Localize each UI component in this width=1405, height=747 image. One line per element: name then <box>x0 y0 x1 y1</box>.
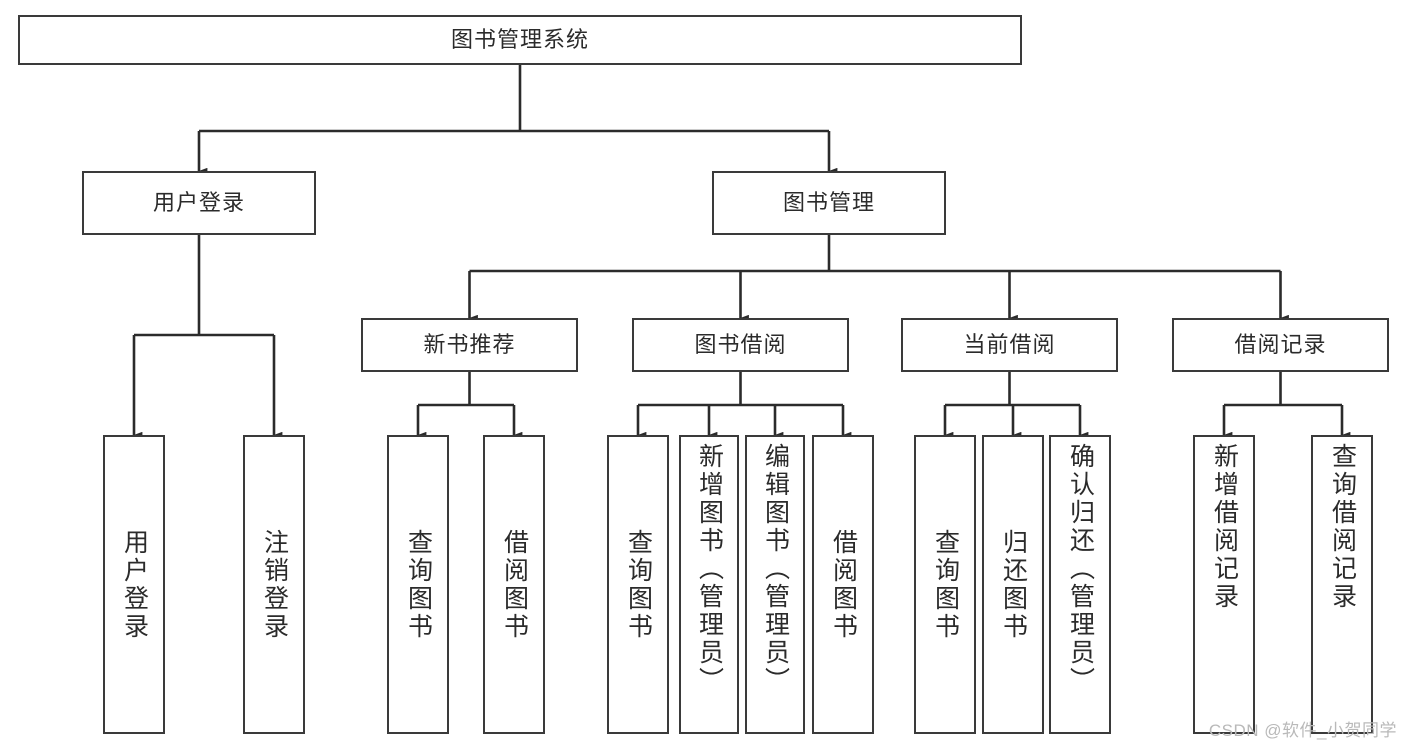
node-label: 新增借阅记录 <box>1210 443 1239 611</box>
node-records[interactable]: 借阅记录 <box>1172 318 1389 372</box>
node-label: 确认归还（管理员） <box>1066 443 1095 695</box>
node-newbook[interactable]: 新书推荐 <box>361 318 578 372</box>
node-leaf7[interactable]: 编辑图书（管理员） <box>745 435 805 734</box>
node-leaf9[interactable]: 查询图书 <box>914 435 976 734</box>
node-label: 借阅记录 <box>1234 332 1327 357</box>
node-leaf10[interactable]: 归还图书 <box>982 435 1044 734</box>
node-leaf13[interactable]: 查询借阅记录 <box>1311 435 1373 734</box>
node-label: 用户登录 <box>120 528 149 641</box>
node-label: 借阅图书 <box>829 528 858 641</box>
node-label: 查询图书 <box>931 528 960 641</box>
node-label: 查询借阅记录 <box>1328 443 1357 611</box>
node-current[interactable]: 当前借阅 <box>901 318 1118 372</box>
node-label: 查询图书 <box>624 528 653 641</box>
node-leaf1[interactable]: 用户登录 <box>103 435 165 734</box>
node-bookmgmt[interactable]: 图书管理 <box>712 171 946 235</box>
node-leaf2[interactable]: 注销登录 <box>243 435 305 734</box>
node-label: 图书管理 <box>782 190 875 215</box>
node-leaf6[interactable]: 新增图书（管理员） <box>679 435 739 734</box>
node-label: 借阅图书 <box>500 528 529 641</box>
node-label: 图书借阅 <box>694 332 787 357</box>
node-label: 查询图书 <box>404 528 433 641</box>
watermark: CSDN @软件_小贺同学 <box>1208 721 1397 740</box>
node-leaf12[interactable]: 新增借阅记录 <box>1193 435 1255 734</box>
node-label: 新书推荐 <box>423 332 516 357</box>
node-leaf4[interactable]: 借阅图书 <box>483 435 545 734</box>
node-label: 归还图书 <box>999 528 1028 641</box>
node-leaf5[interactable]: 查询图书 <box>607 435 669 734</box>
node-label: 注销登录 <box>260 528 289 641</box>
node-borrow[interactable]: 图书借阅 <box>632 318 849 372</box>
node-login[interactable]: 用户登录 <box>82 171 316 235</box>
node-leaf11[interactable]: 确认归还（管理员） <box>1049 435 1111 734</box>
node-label: 用户登录 <box>152 190 245 215</box>
node-leaf8[interactable]: 借阅图书 <box>812 435 874 734</box>
node-label: 新增图书（管理员） <box>695 443 724 695</box>
node-leaf3[interactable]: 查询图书 <box>387 435 449 734</box>
node-label: 当前借阅 <box>963 332 1056 357</box>
node-root[interactable]: 图书管理系统 <box>18 15 1022 65</box>
node-label: 编辑图书（管理员） <box>761 443 790 695</box>
node-label: 图书管理系统 <box>450 27 589 52</box>
